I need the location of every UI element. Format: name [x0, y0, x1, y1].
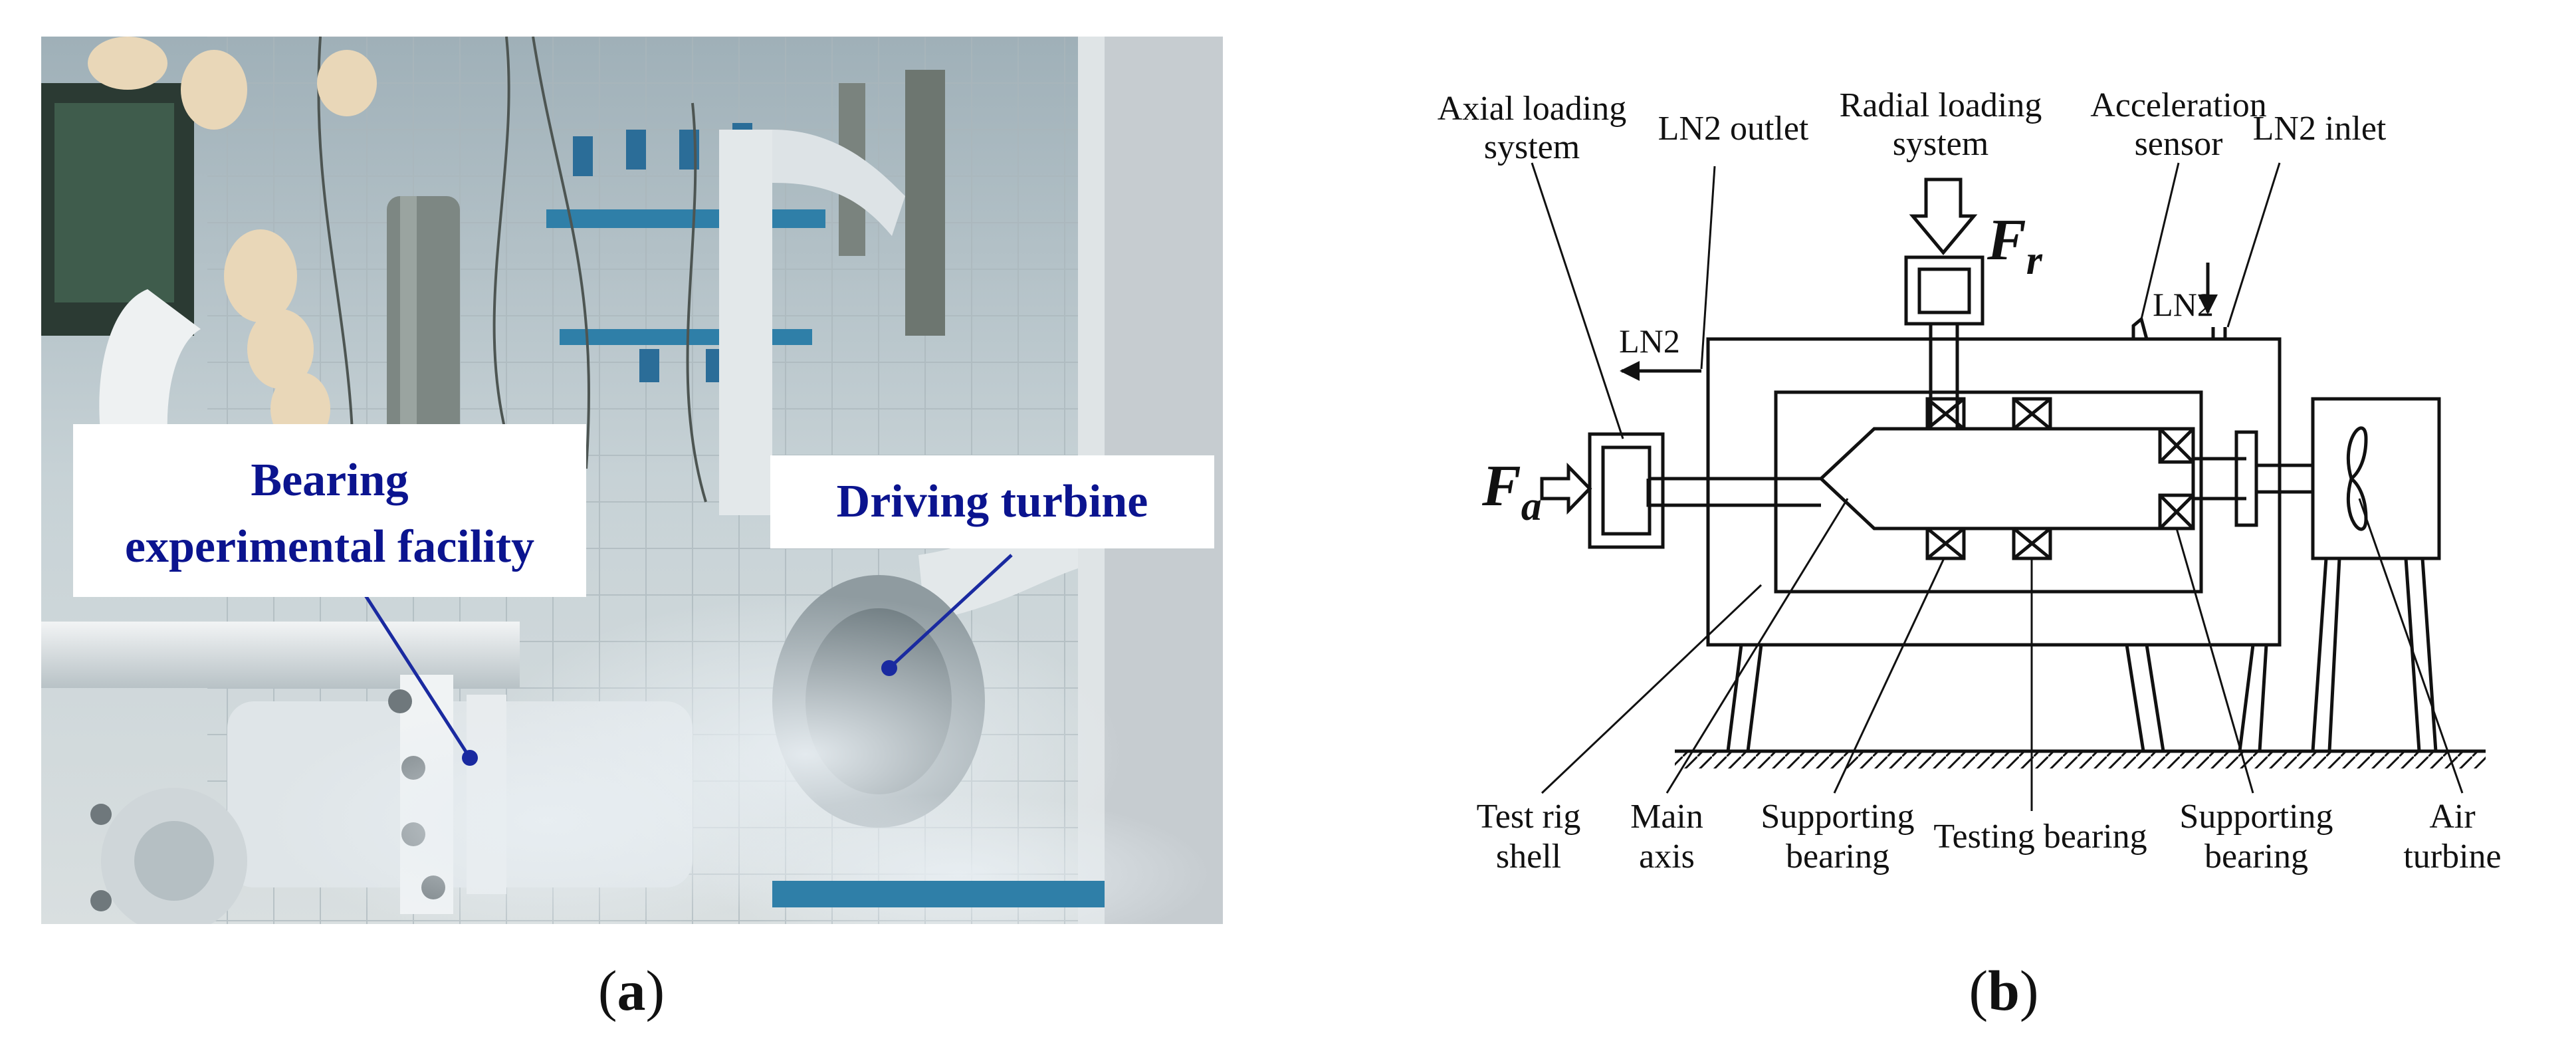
turbine-leg-left	[2311, 558, 2341, 752]
label-ln2-inlet: LN2 inlet	[2253, 110, 2387, 148]
air-turbine-box	[2311, 397, 2441, 560]
label-axial-line1: Axial loading	[1438, 90, 1627, 128]
turbine-pointer-dot	[881, 660, 897, 676]
label-air-line1: Air	[2429, 798, 2475, 836]
label-fr: Fr	[1986, 208, 2043, 283]
schematic-lines	[1588, 255, 2486, 753]
leg-left	[1726, 644, 1763, 752]
leader-lines	[1531, 162, 2464, 811]
bearing-label-line1: Bearing	[251, 455, 408, 506]
main-axis-shaft	[1648, 427, 2195, 530]
photo-panel: Bearing experimental facility Driving tu…	[41, 37, 1223, 924]
label-ln2-left: LN2	[1619, 322, 1680, 360]
label-ln2-right: LN2	[2153, 286, 2214, 323]
label-fa: Fa	[1481, 454, 1542, 529]
turbine-label: Driving turbine	[837, 476, 1148, 527]
turbine-label-box	[770, 455, 1214, 548]
label-axial-line2: system	[1484, 128, 1580, 166]
turbine-leg-right	[2404, 558, 2438, 752]
label-shell-line2: shell	[1496, 838, 1561, 875]
label-testing-bearing: Testing bearing	[1933, 818, 2147, 856]
acceleration-sensor	[2131, 316, 2149, 340]
label-radial-line1: Radial loading	[1840, 86, 2042, 124]
label-support1-line1: Supporting	[1761, 798, 1914, 836]
label-air-line2: turbine	[2403, 838, 2501, 875]
schematic-panel: Axial loading system LN2 outlet Radial l…	[1303, 40, 2576, 924]
bearing-label-box	[73, 424, 586, 597]
label-radial-line2: system	[1893, 125, 1988, 163]
label-accel-line2: sensor	[2135, 125, 2223, 163]
leg-right	[2238, 644, 2268, 752]
ground-hatch	[1675, 751, 2486, 768]
radial-loading-block	[1904, 255, 1985, 326]
label-support1-line2: bearing	[1786, 838, 1889, 875]
test-rig-schematic: Axial loading system LN2 outlet Radial l…	[1438, 86, 2502, 875]
fa-arrow	[1540, 462, 1592, 515]
bearing-pointer-dot	[462, 750, 478, 766]
caption-a: (a)	[597, 959, 665, 1022]
label-shell-line1: Test rig	[1477, 798, 1581, 836]
label-support2-line1: Supporting	[2179, 798, 2333, 836]
lab-photo: Bearing experimental facility Driving tu…	[41, 37, 1223, 924]
inner-housing	[1774, 390, 2203, 594]
bearing-label-line2: experimental facility	[125, 521, 534, 572]
label-accel-line1: Acceleration	[2090, 86, 2267, 124]
caption-b: (b)	[1969, 959, 2039, 1022]
turbine-pointer-line	[888, 554, 1013, 669]
coupling	[2234, 430, 2258, 527]
axial-loading-block	[1588, 432, 1665, 549]
label-support2-line2: bearing	[2204, 838, 2308, 875]
label-axis-line1: Main	[1630, 798, 1703, 836]
fr-arrow	[1909, 177, 1978, 255]
leg-mid	[2125, 644, 2165, 752]
bearings	[1925, 397, 2195, 560]
label-axis-line2: axis	[1639, 838, 1695, 875]
label-ln2-outlet: LN2 outlet	[1658, 110, 1809, 148]
